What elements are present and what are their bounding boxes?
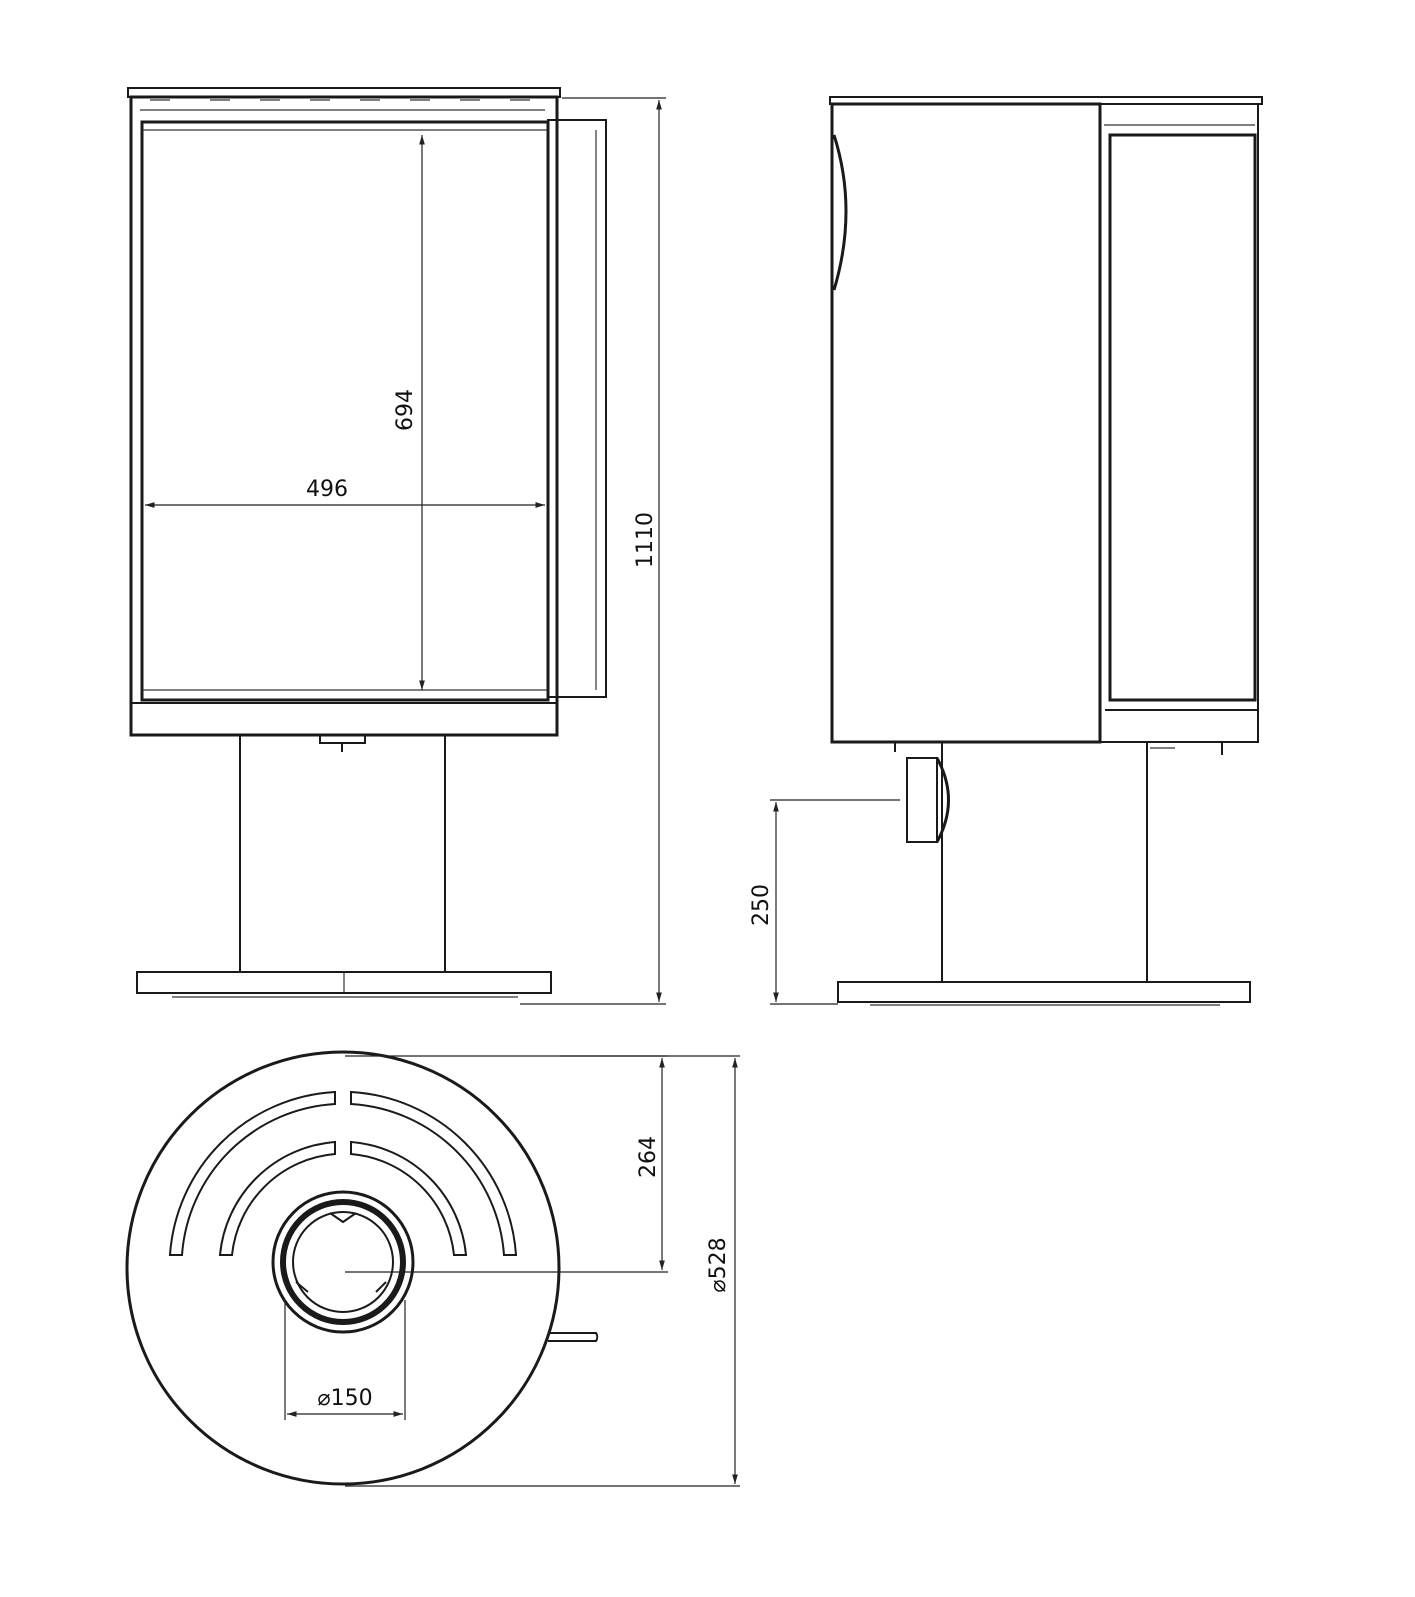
flue-outer-ring	[271, 1190, 415, 1334]
side-glass	[1108, 133, 1257, 702]
dimension-glass-height: 694	[393, 135, 425, 690]
air-control-curve	[935, 757, 950, 843]
label-150: ⌀150	[317, 1386, 372, 1411]
inner-vent-arcs	[218, 1140, 468, 1256]
label-694: 694	[393, 389, 418, 431]
side-rear-panel	[1099, 103, 1259, 743]
front-side-panel	[547, 119, 607, 698]
flue-inner	[292, 1211, 394, 1313]
side-view	[829, 96, 1263, 1006]
top-view	[125, 1050, 599, 1486]
side-base-plate	[837, 981, 1251, 1003]
front-glass	[140, 120, 550, 702]
base-circle	[125, 1050, 561, 1486]
dimension-total-height: 1110	[520, 97, 666, 1005]
side-pedestal	[941, 741, 1148, 983]
dimension-flue-diameter: ⌀150	[284, 1300, 406, 1420]
side-door-handle-curve	[832, 134, 848, 291]
dimension-base-diameter: ⌀528	[345, 1055, 740, 1487]
label-528: ⌀528	[706, 1237, 731, 1292]
outer-vent-arcs	[168, 1090, 518, 1256]
side-body	[830, 102, 1102, 744]
front-pedestal	[239, 734, 446, 973]
label-264: 264	[636, 1136, 661, 1178]
flue-collar	[280, 1199, 406, 1325]
flue-clips-side	[295, 1281, 387, 1293]
label-496: 496	[306, 477, 348, 502]
rotation-handle	[548, 1332, 599, 1342]
dimension-handle-height: 250	[749, 799, 900, 1005]
dimension-center-offset: 264	[345, 1055, 668, 1273]
front-top-vents	[140, 99, 545, 111]
label-250: 250	[749, 884, 774, 926]
front-view	[127, 87, 607, 998]
dimension-glass-width: 496	[145, 477, 545, 508]
air-control-handle	[906, 757, 938, 843]
label-1110: 1110	[633, 512, 658, 568]
front-body	[129, 95, 559, 737]
flue-clip-top	[329, 1212, 357, 1224]
